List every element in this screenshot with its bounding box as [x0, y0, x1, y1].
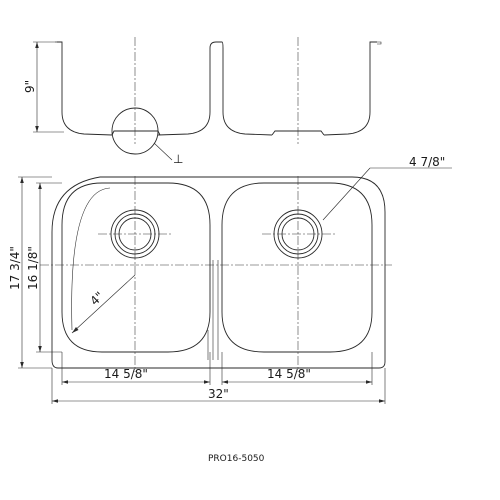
- overall-width-arrow-right: [379, 399, 385, 403]
- left-bowl-inner-curve: [71, 187, 209, 360]
- overall-width-label: 32": [208, 387, 229, 401]
- detail-leader: [153, 142, 173, 161]
- bowl-depth-label: 16 1/8": [26, 246, 40, 290]
- left-bowl-outline: [61, 182, 211, 353]
- drain-detail-circle: [111, 107, 159, 155]
- left-bowl-width-label: 14 5/8": [104, 367, 148, 381]
- model-number: PRO16-5050: [208, 454, 265, 464]
- overall-width-arrow-left: [52, 399, 58, 403]
- drain-offset-leader: [322, 167, 371, 221]
- depth-arrow-top: [35, 42, 39, 48]
- left-width-arrow-left: [62, 380, 68, 384]
- depth-label: 9": [23, 80, 37, 93]
- overall-depth-arrow-top: [20, 177, 24, 183]
- outer-flange-outline: [51, 176, 386, 369]
- bowl-depth-arrow-bottom: [38, 346, 42, 352]
- right-bowl-profile: [216, 41, 377, 136]
- corner-radius-arrow: [72, 327, 79, 333]
- corner-radius-leader: [71, 274, 136, 334]
- bowl-depth-arrow-top: [38, 183, 42, 189]
- corner-radius-label: 4": [87, 289, 106, 308]
- right-bowl-outline: [221, 182, 373, 353]
- drain-offset-label: 4 7/8": [409, 155, 445, 169]
- left-width-arrow-right: [204, 380, 210, 384]
- side-elevation-view: ⊥ 9": [23, 37, 382, 166]
- plan-view: 4 7/8" 4" 17 3/4" 16 1/8" 14 5/8" 14 5/8: [8, 155, 452, 404]
- right-bowl-width-label: 14 5/8": [267, 367, 311, 381]
- right-width-arrow-left: [222, 380, 228, 384]
- depth-arrow-bottom: [35, 126, 39, 132]
- overall-depth-arrow-bottom: [20, 362, 24, 368]
- right-width-arrow-right: [366, 380, 372, 384]
- perpendicular-symbol: ⊥: [173, 152, 183, 166]
- left-bowl-profile: [57, 41, 217, 136]
- overall-depth-label: 17 3/4": [8, 246, 22, 290]
- left-drain-profile: [111, 130, 161, 136]
